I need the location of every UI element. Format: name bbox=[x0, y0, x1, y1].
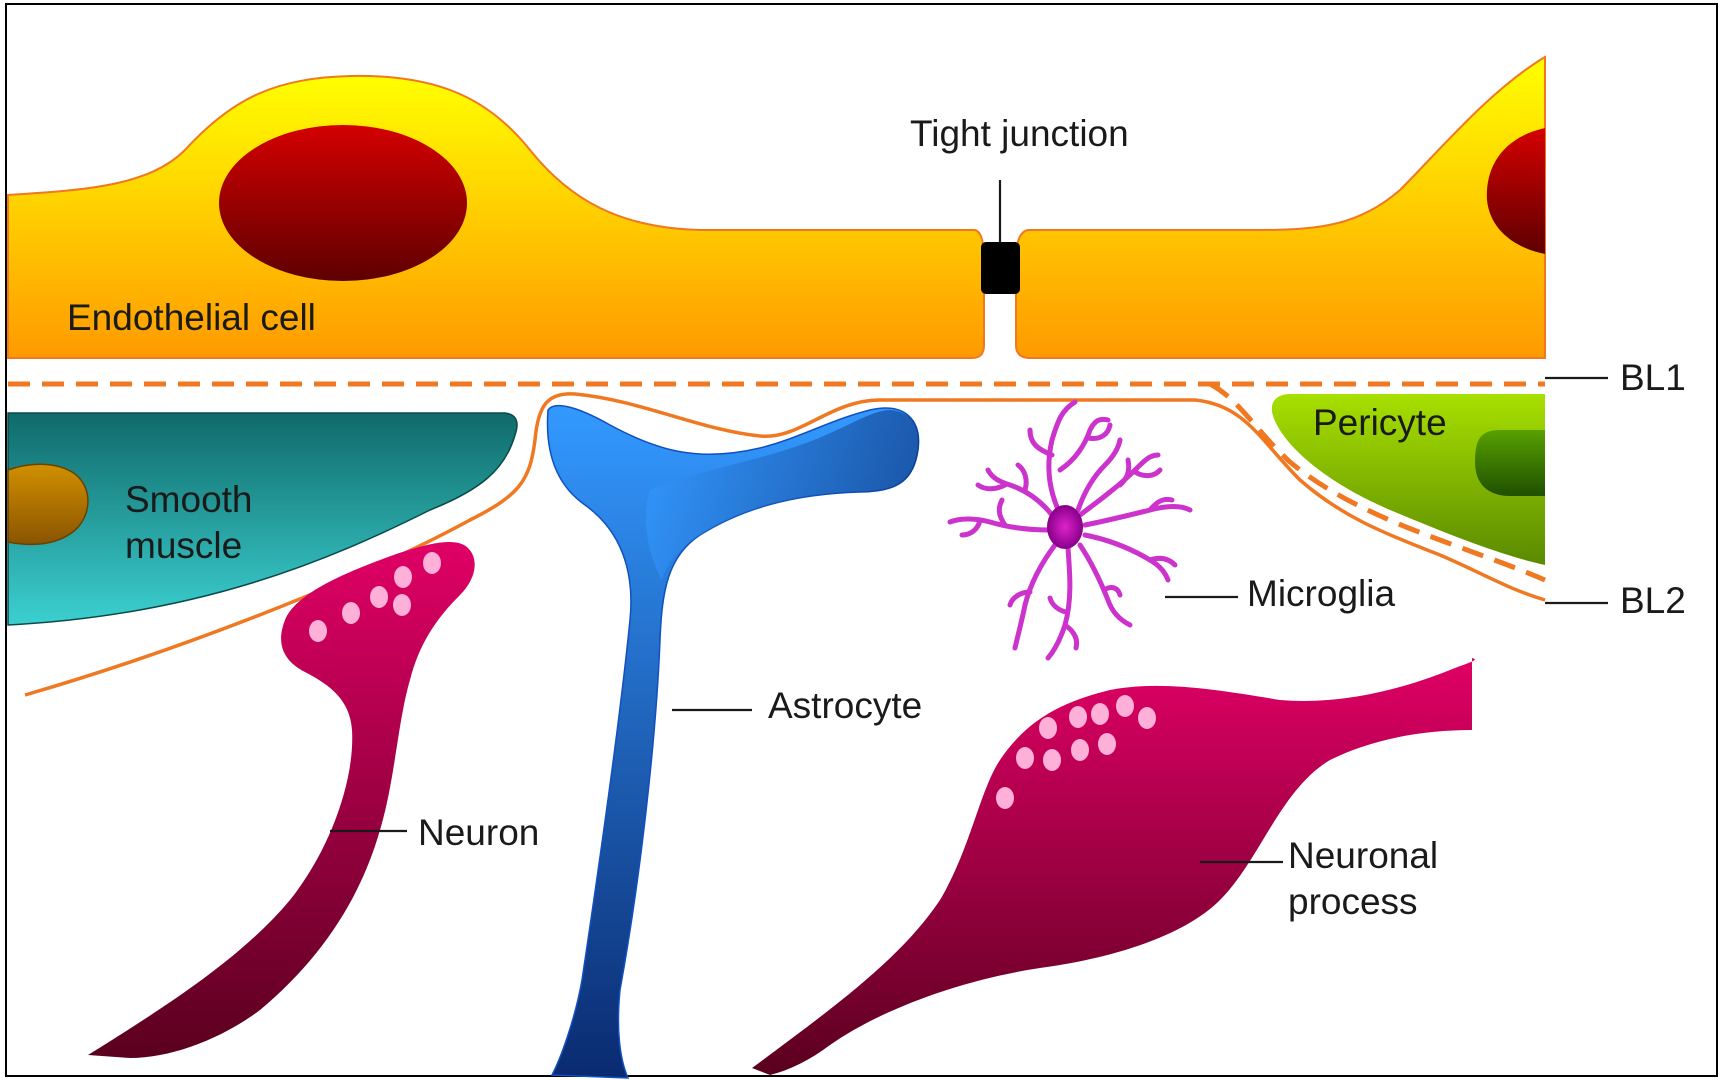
neuronal-process-label-line1: Neuronal bbox=[1288, 835, 1438, 876]
bl1-label: BL1 bbox=[1620, 357, 1686, 398]
astrocyte-label: Astrocyte bbox=[768, 685, 922, 726]
neuronal-vesicle bbox=[1043, 749, 1061, 771]
endothelial-nucleus-left bbox=[219, 125, 467, 281]
neuronal-vesicle bbox=[1098, 733, 1116, 755]
neuronal-vesicle bbox=[1069, 706, 1087, 728]
neuron-vesicle bbox=[423, 552, 441, 574]
microglia-nucleus bbox=[1047, 505, 1083, 549]
neuronal-process-label-line2: process bbox=[1288, 881, 1418, 922]
tight-junction-marker bbox=[981, 242, 1020, 294]
pericyte-nucleus bbox=[1475, 430, 1545, 496]
smooth-muscle-label-line2: muscle bbox=[125, 525, 242, 566]
neuron-vesicle bbox=[342, 602, 360, 624]
pericyte-label: Pericyte bbox=[1313, 402, 1447, 443]
bl2-label: BL2 bbox=[1620, 580, 1686, 621]
neuronal-vesicle bbox=[996, 787, 1014, 809]
neuronal-vesicle bbox=[1138, 707, 1156, 729]
neuron-vesicle bbox=[309, 620, 327, 642]
neuron-vesicle bbox=[370, 586, 388, 608]
neuron-vesicle bbox=[394, 566, 412, 588]
neuron-vesicle bbox=[393, 594, 411, 616]
neuron-label: Neuron bbox=[418, 812, 539, 853]
neuronal-vesicle bbox=[1071, 739, 1089, 761]
endothelial-cell-label: Endothelial cell bbox=[67, 297, 316, 338]
microglia-label: Microglia bbox=[1247, 573, 1395, 614]
neuronal-vesicle bbox=[1091, 703, 1109, 725]
smooth-muscle-label-line1: Smooth bbox=[125, 479, 253, 520]
tight-junction-label: Tight junction bbox=[910, 113, 1129, 154]
neuronal-vesicle bbox=[1116, 695, 1134, 717]
neuronal-vesicle bbox=[1039, 717, 1057, 739]
neuronal-vesicle bbox=[1016, 747, 1034, 769]
